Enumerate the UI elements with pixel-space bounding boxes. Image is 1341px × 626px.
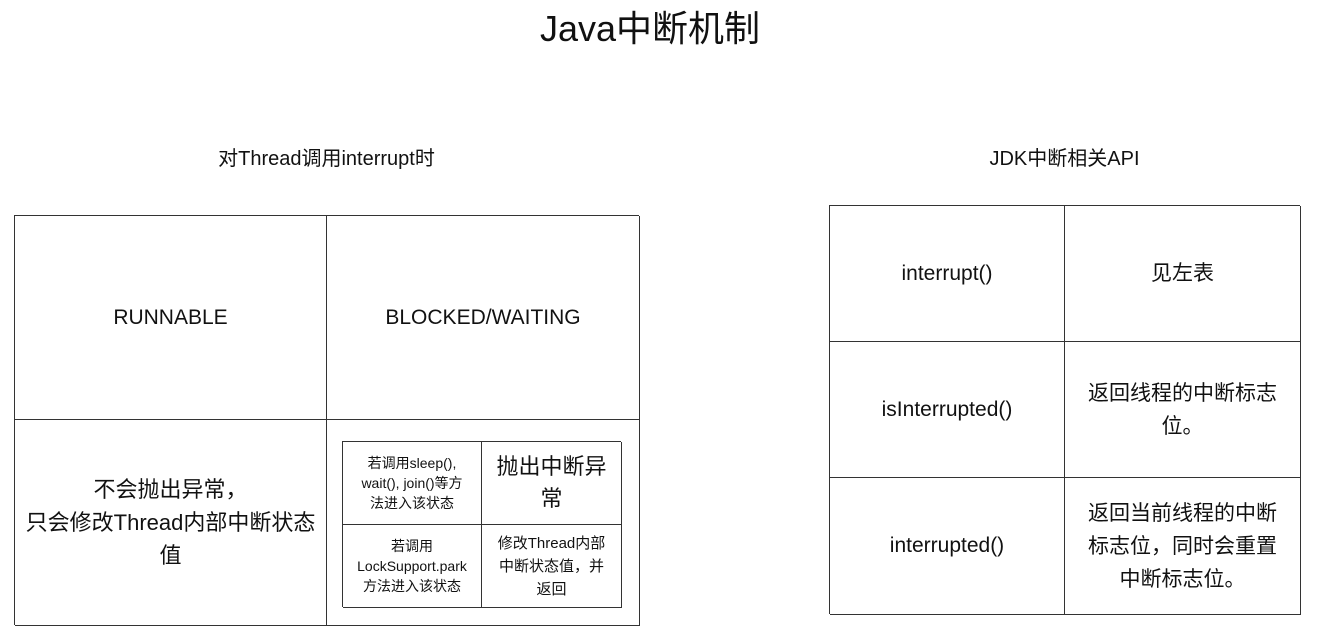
blocked-waiting-subtable: 若调用sleep(), wait(), join()等方 法进入该状态 抛出中断… bbox=[342, 441, 622, 608]
runnable-header: RUNNABLE bbox=[15, 216, 327, 420]
api-method-interrupt: interrupt() bbox=[830, 206, 1065, 342]
modify-status-effect: 修改Thread内部 中断状态值，并 返回 bbox=[482, 525, 622, 608]
page-title: Java中断机制 bbox=[539, 8, 761, 49]
runnable-effect-cell: 不会抛出异常， 只会修改Thread内部中断状态值 bbox=[15, 420, 327, 626]
thread-state-table: RUNNABLE BLOCKED/WAITING 不会抛出异常， 只会修改Thr… bbox=[14, 215, 640, 626]
sleep-wait-join-condition: 若调用sleep(), wait(), join()等方 法进入该状态 bbox=[343, 442, 482, 525]
api-desc-isinterrupted: 返回线程的中断标志 位。 bbox=[1065, 342, 1301, 478]
locksupport-park-condition: 若调用 LockSupport.park 方法进入该状态 bbox=[343, 525, 482, 608]
api-desc-interrupt: 见左表 bbox=[1065, 206, 1301, 342]
thread-interrupt-caption: 对Thread调用interrupt时 bbox=[218, 148, 435, 170]
jdk-api-caption: JDK中断相关API bbox=[989, 148, 1140, 170]
api-method-isinterrupted: isInterrupted() bbox=[830, 342, 1065, 478]
api-desc-interrupted: 返回当前线程的中断 标志位，同时会重置 中断标志位。 bbox=[1065, 478, 1301, 615]
blocked-waiting-cell: 若调用sleep(), wait(), join()等方 法进入该状态 抛出中断… bbox=[327, 420, 640, 626]
jdk-api-table: interrupt() 见左表 isInterrupted() 返回线程的中断标… bbox=[829, 205, 1301, 615]
throw-exception-effect: 抛出中断异 常 bbox=[482, 442, 622, 525]
api-method-interrupted: interrupted() bbox=[830, 478, 1065, 615]
blocked-waiting-header: BLOCKED/WAITING bbox=[327, 216, 640, 420]
